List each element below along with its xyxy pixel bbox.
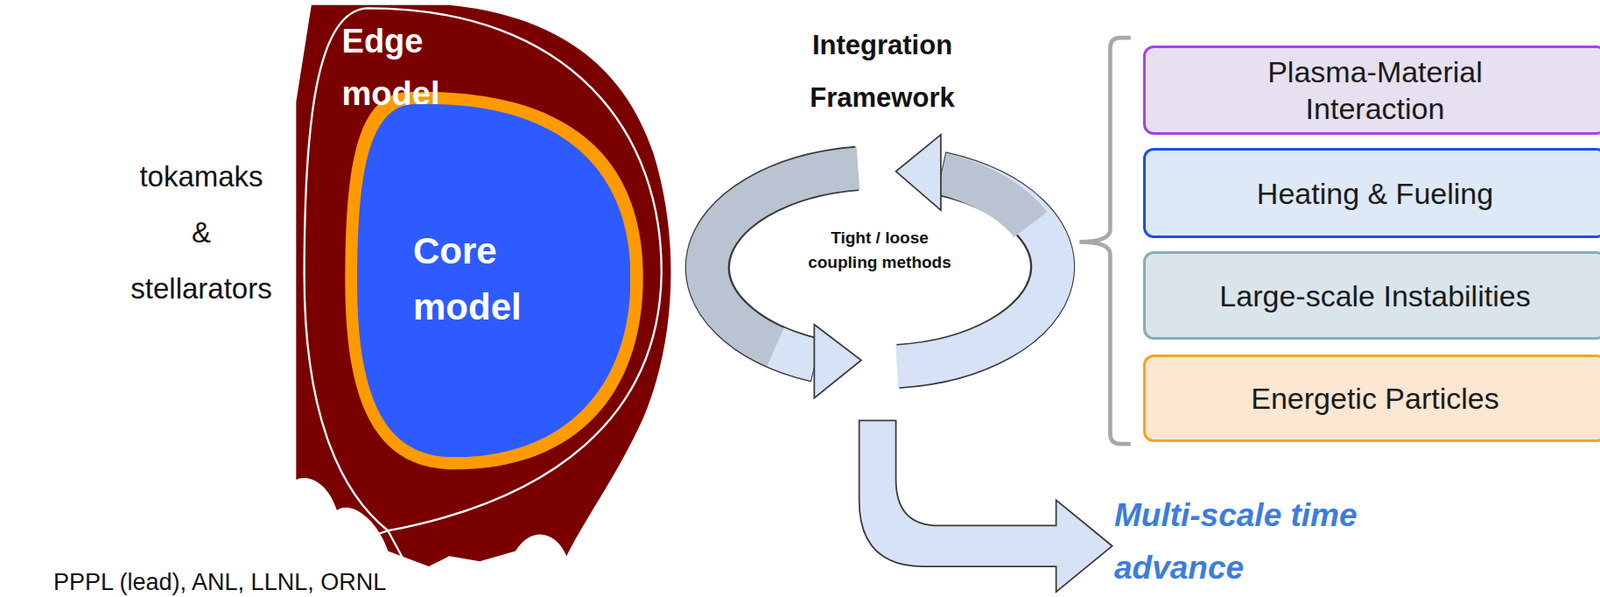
separatrix-line: [303, 7, 661, 597]
ribbon-arc-light: [775, 346, 815, 360]
module-box: Large-scale Instabilities: [1143, 251, 1600, 340]
device-label: tokamaks & stellarators: [128, 148, 274, 317]
core-shape: [357, 104, 631, 457]
edge-region: Edge modelCore model: [294, 0, 684, 597]
ribbon-arc-dark: [941, 173, 1031, 225]
edge-shape: [295, 5, 671, 567]
module-box: Plasma-Material Interaction: [1143, 45, 1600, 135]
output-arrow: [859, 420, 1113, 592]
module-label: Plasma-Material Interaction: [1226, 53, 1524, 127]
region-label: Edge model: [342, 14, 474, 120]
arrowhead: [896, 134, 941, 211]
framework-title: Integration Framework: [781, 19, 983, 125]
region-label: Core model: [413, 223, 558, 336]
coupling-label: Tight / loose coupling methods: [800, 225, 959, 275]
module-box: Energetic Particles: [1143, 354, 1600, 443]
module-label: Large-scale Instabilities: [1219, 277, 1530, 315]
module-box: Heating & Fueling: [1143, 147, 1600, 239]
pedestal-ring: [344, 91, 643, 471]
module-label: Heating & Fueling: [1256, 175, 1494, 212]
arrowhead: [814, 324, 862, 399]
output-label: Multi-scale time advance: [1114, 489, 1404, 595]
core-region: Core model: [357, 104, 631, 457]
module-label: Energetic Particles: [1250, 379, 1499, 417]
team-label: PPPL (lead), ANL, LLNL, ORNL: [50, 568, 389, 597]
bracket: [1079, 37, 1130, 444]
core-region-outline: [357, 104, 631, 457]
